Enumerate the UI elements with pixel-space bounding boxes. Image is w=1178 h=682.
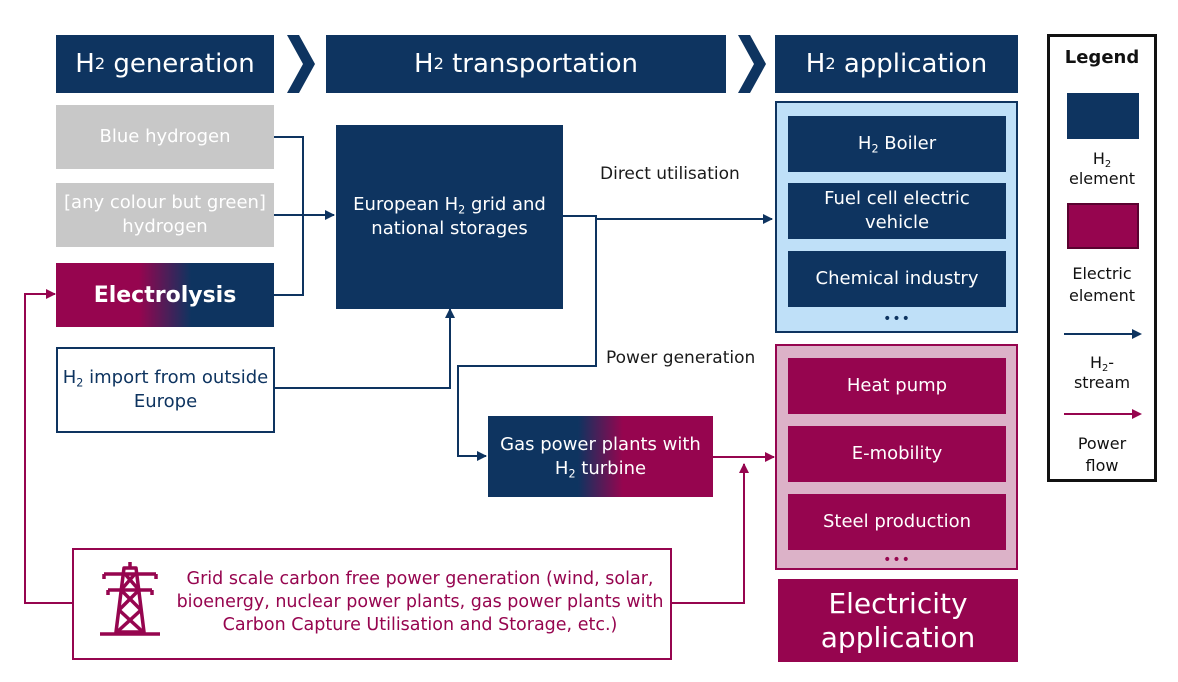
- chevron-right-icon: [738, 35, 766, 93]
- any-colour-hydrogen-box: [any colour but green] hydrogen: [56, 183, 274, 247]
- legend-electric-element-swatch: [1067, 203, 1139, 249]
- grid-scale-power-box: [72, 548, 672, 660]
- more-power-apps-ellipsis: •••: [883, 552, 911, 568]
- pylon-icon: [100, 562, 160, 636]
- chemical-industry-box: Chemical industry: [788, 251, 1006, 307]
- e-mobility-box: E-mobility: [788, 426, 1006, 482]
- fuel-cell-vehicle-box: Fuel cell electric vehicle: [788, 183, 1006, 239]
- more-h2-apps-ellipsis: •••: [883, 311, 911, 327]
- power-flow-grid-to-apps: [672, 463, 749, 604]
- heat-pump-box: Heat pump: [788, 358, 1006, 414]
- legend-power-flow-arrow: [1064, 409, 1142, 419]
- gas-power-plants-box: Gas power plants with H2 turbine: [488, 416, 713, 497]
- power-flow-grid-to-electrolysis: [24, 289, 72, 604]
- legend-h2-element-label: H2 element: [1069, 149, 1135, 188]
- legend: Legend H2 element Electric element H2- s…: [1047, 34, 1157, 482]
- legend-title: Legend: [1064, 47, 1140, 68]
- h2-stream-import: [275, 308, 455, 389]
- h2-stream-power-gen: [457, 219, 597, 461]
- electricity-application-box: Electricity application: [778, 579, 1018, 662]
- blue-hydrogen-box: Blue hydrogen: [56, 105, 274, 169]
- h2-boiler-box: H2 Boiler: [788, 116, 1006, 172]
- chevron-right-icon: [287, 35, 315, 93]
- legend-h2-stream-label: H2- stream: [1073, 353, 1131, 392]
- direct-utilisation-label: Direct utilisation: [600, 164, 740, 184]
- h2-import-box: H2 import from outside Europe: [56, 347, 275, 433]
- legend-h2-element-swatch: [1067, 93, 1139, 139]
- european-h2-grid-box: European H2 grid and national storages: [336, 125, 563, 309]
- power-generation-label: Power generation: [606, 348, 756, 368]
- electrolysis-box: Electrolysis: [56, 263, 274, 327]
- legend-power-flow-label: Power flow: [1077, 434, 1127, 475]
- steel-production-box: Steel production: [788, 494, 1006, 550]
- grid-scale-power-text: Grid scale carbon free power generation …: [176, 569, 664, 635]
- legend-electric-element-label: Electric element: [1069, 264, 1135, 305]
- h2-stream-direct: [563, 214, 773, 224]
- legend-h2-stream-arrow: [1064, 329, 1142, 339]
